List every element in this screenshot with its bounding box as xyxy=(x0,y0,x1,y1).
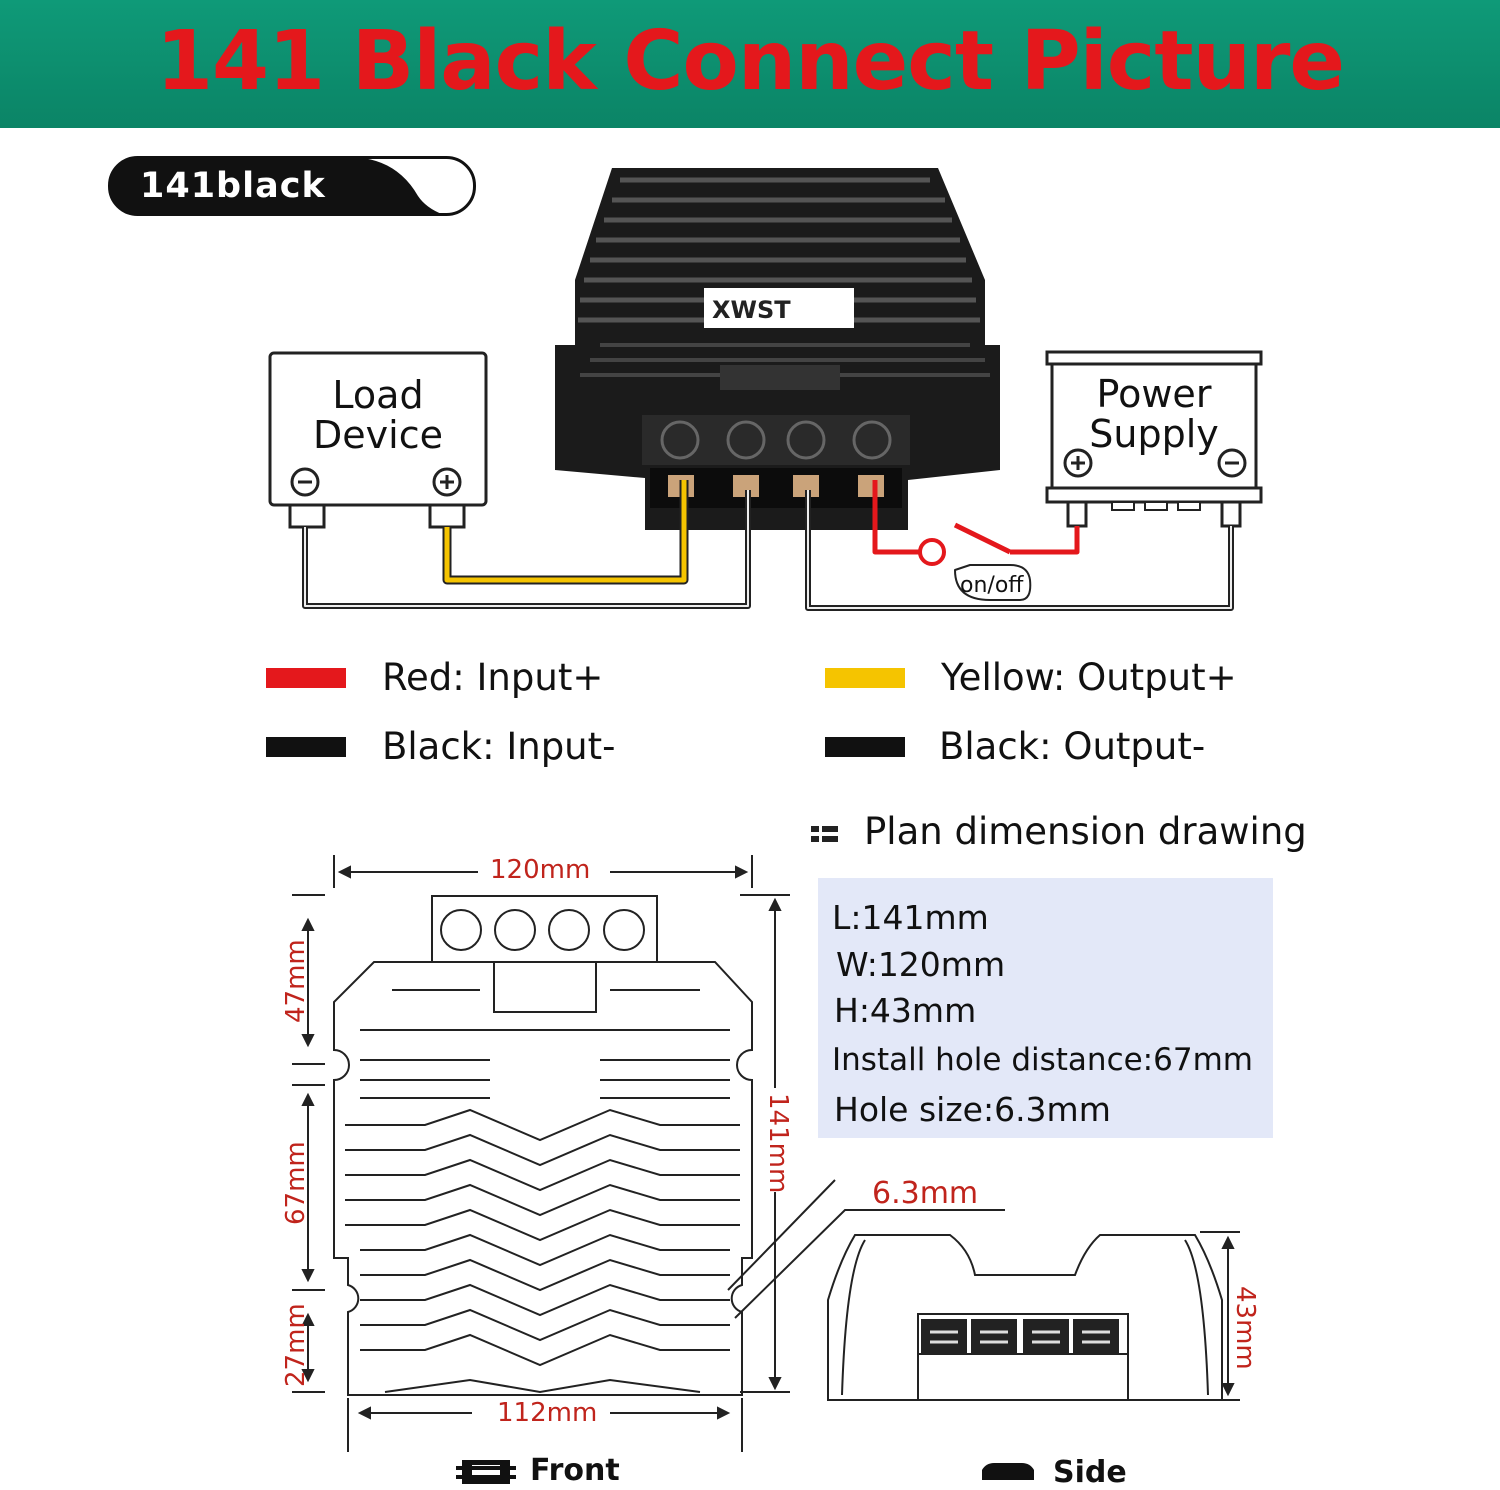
dim-length: 141mm xyxy=(763,1093,793,1194)
side-view-drawing xyxy=(827,1231,1240,1401)
converter-unit: XWST xyxy=(555,168,1000,530)
load-device-box xyxy=(268,351,488,529)
dimension-icon xyxy=(811,826,838,842)
dim-height: 43mm xyxy=(1230,1286,1260,1370)
wires: on/off xyxy=(302,480,1234,611)
side-caption: Side xyxy=(1053,1455,1127,1490)
switch-lever xyxy=(953,522,1012,555)
power-supply-label: Power Supply xyxy=(1052,374,1256,454)
dim-middle-section: 67mm xyxy=(281,1141,311,1225)
dim-width-bottom: 112mm xyxy=(497,1398,598,1428)
legend-red-input: Red: Input+ xyxy=(382,656,604,699)
brand-label: XWST xyxy=(712,296,791,324)
dim-hole: 6.3mm xyxy=(872,1176,979,1211)
spec-hole-distance: Install hole distance:67mm xyxy=(832,1042,1253,1078)
load-device-label: Load Device xyxy=(270,375,486,455)
front-caption: Front xyxy=(530,1453,620,1488)
switch-pivot xyxy=(918,538,946,566)
plan-title: Plan dimension drawing xyxy=(864,810,1307,853)
switch-callout xyxy=(954,564,1032,601)
front-view-drawing xyxy=(292,855,1005,1452)
load-device-label-line1: Load xyxy=(332,373,424,417)
model-tag xyxy=(108,156,476,216)
power-supply-label-line1: Power xyxy=(1096,372,1212,416)
dim-top-section: 47mm xyxy=(281,939,311,1023)
dim-width-top: 120mm xyxy=(490,855,591,885)
page-title: 141 Black Connect Picture xyxy=(155,14,1345,109)
legend-swatch-yellow xyxy=(825,668,905,688)
legend-black-output: Black: Output- xyxy=(939,725,1206,768)
spec-hole-size: Hole size:6.3mm xyxy=(834,1090,1111,1129)
dim-bottom-section: 27mm xyxy=(281,1303,311,1387)
spec-height: H:43mm xyxy=(834,991,977,1030)
title-banner xyxy=(0,0,1500,128)
spec-length: L:141mm xyxy=(832,898,989,937)
legend-swatch-black-output xyxy=(825,737,905,757)
switch-label: on/off xyxy=(960,573,1024,598)
power-supply-box xyxy=(1045,350,1263,528)
side-icon xyxy=(982,1463,1034,1480)
legend-yellow-output: Yellow: Output+ xyxy=(941,656,1237,699)
model-tag-label: 141black xyxy=(140,166,326,206)
front-icon xyxy=(456,1460,516,1484)
legend-swatch-black-input xyxy=(266,737,346,757)
spec-width: W:120mm xyxy=(836,945,1006,984)
load-device-label-line2: Device xyxy=(313,413,443,457)
legend-swatch-red xyxy=(266,668,346,688)
legend-black-input: Black: Input- xyxy=(382,725,616,768)
power-supply-label-line2: Supply xyxy=(1089,412,1219,456)
red-input-wire xyxy=(872,480,932,555)
spec-panel xyxy=(818,878,1273,1138)
